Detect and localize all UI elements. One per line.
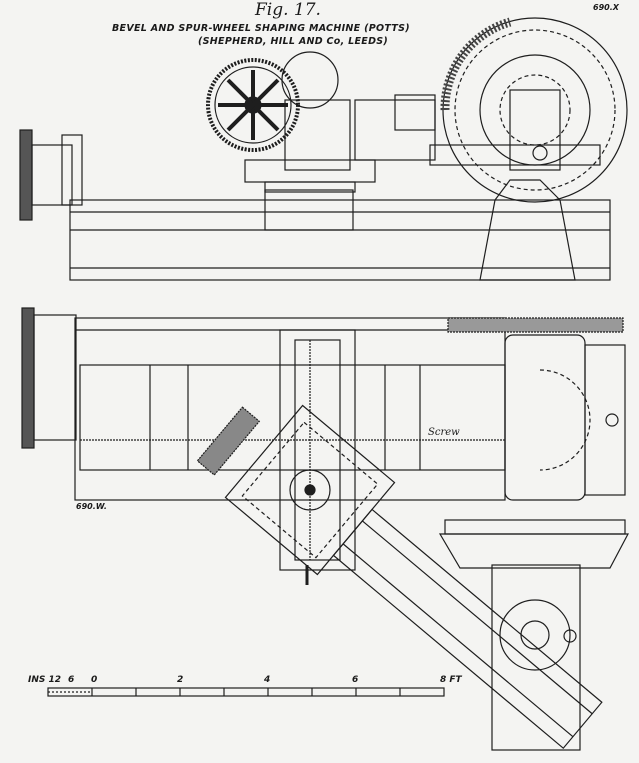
large-wheel xyxy=(442,17,628,203)
scale-bar xyxy=(47,687,445,697)
rack xyxy=(447,317,624,333)
reference-number-plan: 690.W. xyxy=(76,502,107,511)
plan-view xyxy=(21,307,629,751)
figure-subtitle: (SHEPHERD, HILL AND Co, LEEDS) xyxy=(198,36,389,47)
column xyxy=(279,329,356,571)
bed xyxy=(69,199,611,281)
diagonal-head xyxy=(196,404,603,750)
lower-disc xyxy=(499,599,571,671)
scale-label-6: 6 xyxy=(352,675,359,685)
crank-disc xyxy=(281,51,339,109)
bevel-teeth xyxy=(440,17,512,111)
elevation-view xyxy=(19,17,628,281)
scale-label-4: 4 xyxy=(264,675,271,685)
figure-label: Fig. 17. xyxy=(255,0,321,20)
screw-label: Screw xyxy=(428,427,460,438)
scale-label-0: 0 xyxy=(91,675,98,685)
end-gear xyxy=(19,129,33,221)
scale-label-8ft: 8 FT xyxy=(440,675,462,685)
head-wheel xyxy=(289,469,331,511)
wheel-housing xyxy=(504,334,586,501)
reference-number-top: 690.X xyxy=(593,3,619,12)
scale-label-2: 2 xyxy=(177,675,184,685)
wheel-pedestal xyxy=(479,179,576,281)
scale-label-inches: INS 12 xyxy=(28,675,62,685)
figure-title: BEVEL AND SPUR-WHEEL SHAPING MACHINE (PO… xyxy=(112,23,410,34)
scale-label-6in: 6 xyxy=(68,675,75,685)
plan-bed xyxy=(74,317,506,501)
